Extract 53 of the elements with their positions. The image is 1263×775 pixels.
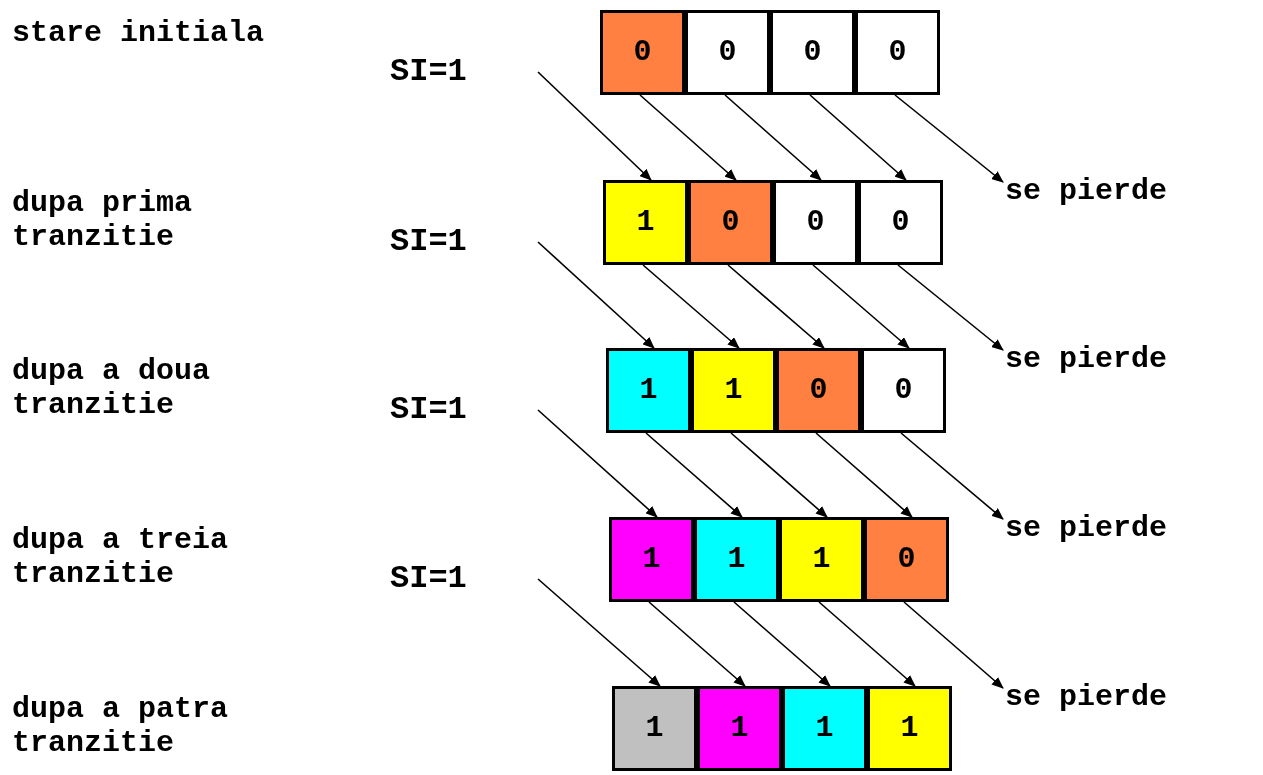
arrow <box>537 409 658 518</box>
register-cell: 1 <box>603 180 688 265</box>
arrow <box>900 432 1004 520</box>
arrow <box>730 432 828 518</box>
register-cell: 1 <box>697 686 782 771</box>
lost-bit-label: se pierde <box>1005 680 1168 714</box>
register-cell: 0 <box>858 180 943 265</box>
arrow <box>648 601 746 687</box>
arrow <box>809 94 907 181</box>
arrow <box>818 601 916 687</box>
register-cell: 0 <box>855 10 940 95</box>
serial-input-label: SI=1 <box>390 559 467 599</box>
register-cell: 1 <box>612 686 697 771</box>
arrow <box>724 94 822 181</box>
row-caption: dupa a patra tranzitie <box>12 692 230 760</box>
arrow <box>733 601 831 687</box>
row-caption: dupa prima tranzitie <box>12 186 194 254</box>
arrow <box>537 241 655 349</box>
register-cell: 1 <box>867 686 952 771</box>
lost-bit-label: se pierde <box>1005 511 1168 545</box>
row-caption: dupa a doua tranzitie <box>12 354 212 422</box>
register-cell: 1 <box>609 517 694 602</box>
arrow <box>903 601 1004 689</box>
arrow <box>812 264 910 349</box>
register-cell: 0 <box>688 180 773 265</box>
arrow <box>894 94 1004 183</box>
arrow <box>897 264 1004 351</box>
arrow <box>642 264 740 349</box>
serial-input-label: SI=1 <box>390 390 467 430</box>
arrow <box>815 432 913 518</box>
register-cell: 1 <box>782 686 867 771</box>
arrow <box>537 71 652 181</box>
lost-bit-label: se pierde <box>1005 342 1168 376</box>
register-cell: 1 <box>691 348 776 433</box>
register-cell: 0 <box>600 10 685 95</box>
register-cell: 1 <box>606 348 691 433</box>
arrow <box>639 94 737 181</box>
lost-bit-label: se pierde <box>1005 174 1168 208</box>
row-caption: dupa a treia tranzitie <box>12 523 230 591</box>
register-cell: 0 <box>864 517 949 602</box>
serial-input-label: SI=1 <box>390 52 467 92</box>
arrow <box>645 432 743 518</box>
arrow <box>537 578 661 687</box>
serial-input-label: SI=1 <box>390 222 467 262</box>
register-cell: 0 <box>685 10 770 95</box>
register-cell: 1 <box>694 517 779 602</box>
register-cell: 0 <box>861 348 946 433</box>
row-caption: stare initiala <box>12 16 266 50</box>
register-cell: 0 <box>770 10 855 95</box>
register-cell: 0 <box>776 348 861 433</box>
arrow <box>727 264 825 349</box>
register-cell: 1 <box>779 517 864 602</box>
register-cell: 0 <box>773 180 858 265</box>
